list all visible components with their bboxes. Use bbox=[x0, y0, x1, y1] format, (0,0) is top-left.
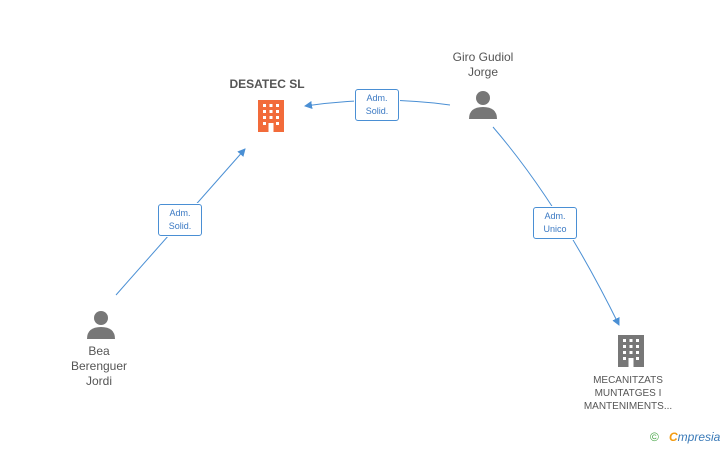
giro-label-line-2: Jorge bbox=[467, 65, 499, 79]
bea-label-line-2: Berenguer bbox=[70, 359, 128, 373]
edge-label-giro-desatec: Adm. Solid. bbox=[355, 89, 399, 121]
person-icon[interactable] bbox=[86, 309, 116, 339]
mecanitzats-label[interactable]: MECANITZATS MUNTATGES I MANTENIMENTS... bbox=[572, 374, 684, 413]
edge-label-giro-mecanitzats: Adm. Unico bbox=[533, 207, 577, 239]
giro-label-line-1: Giro Gudiol bbox=[452, 50, 514, 64]
edge-label-line-2: Unico bbox=[543, 224, 567, 234]
edge-label-line-1: Adm. bbox=[169, 208, 191, 218]
giro-label[interactable]: Giro Gudiol Jorge bbox=[438, 50, 528, 80]
edge-label-line-2: Solid. bbox=[168, 221, 192, 231]
brand-rest: mpresia bbox=[677, 430, 721, 444]
bea-label-line-3: Jordi bbox=[85, 374, 112, 388]
building-icon[interactable] bbox=[255, 98, 287, 134]
edge-label-bea-desatec: Adm. Solid. bbox=[158, 204, 202, 236]
edge-label-line-1: Adm. bbox=[366, 93, 388, 103]
desatec-label[interactable]: DESATEC SL bbox=[229, 77, 305, 91]
copyright-symbol: © bbox=[650, 430, 659, 444]
bea-label-line-1: Bea bbox=[88, 344, 110, 358]
mecanitzats-label-line-3: MANTENIMENTS... bbox=[583, 401, 673, 412]
bea-label[interactable]: Bea Berenguer Jordi bbox=[54, 344, 144, 389]
person-icon[interactable] bbox=[468, 89, 498, 119]
mecanitzats-label-line-1: MECANITZATS bbox=[593, 375, 663, 386]
edge-label-line-1: Adm. bbox=[544, 211, 566, 221]
edge-label-line-2: Solid. bbox=[365, 106, 389, 116]
brand-first-letter: C bbox=[669, 430, 678, 444]
building-icon[interactable] bbox=[615, 333, 647, 369]
mecanitzats-label-line-2: MUNTATGES I bbox=[594, 388, 662, 399]
empresia-logo[interactable]: Cmpresia bbox=[669, 430, 720, 444]
